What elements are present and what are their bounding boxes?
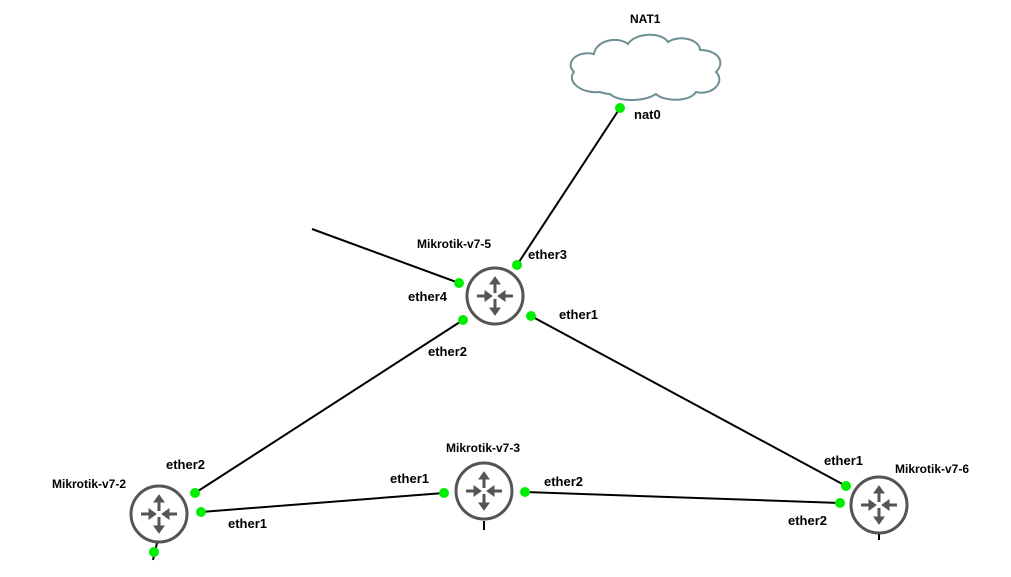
nat1-label: NAT1 xyxy=(630,12,661,26)
port-dot-r2-ether2[interactable] xyxy=(190,488,200,498)
port-dot-r2-bottom[interactable] xyxy=(149,547,159,557)
cloud-icon[interactable] xyxy=(569,33,722,101)
link-r5-r6[interactable] xyxy=(530,315,847,487)
port-label-r3-ether2: ether2 xyxy=(544,474,583,489)
router-label-r6: Mikrotik-v7-6 xyxy=(895,462,969,476)
router-label-r3: Mikrotik-v7-3 xyxy=(446,441,520,455)
port-dot-nat0[interactable] xyxy=(615,103,625,113)
router-label-r2: Mikrotik-v7-2 xyxy=(52,477,126,491)
router-mikrotik-v7-6[interactable] xyxy=(849,475,909,535)
port-dot-r5-ether4[interactable] xyxy=(454,278,464,288)
link-r2-r3[interactable] xyxy=(200,492,445,513)
port-label-r6-ether2: ether2 xyxy=(788,513,827,528)
port-label-r2-ether1: ether1 xyxy=(228,516,267,531)
link-r3-r6[interactable] xyxy=(524,491,841,504)
port-dot-r3-ether2[interactable] xyxy=(520,487,530,497)
port-label-r2-ether2: ether2 xyxy=(166,457,205,472)
port-label-r5-ether2: ether2 xyxy=(428,344,467,359)
router-icon[interactable] xyxy=(454,461,514,521)
port-label-r6-ether1: ether1 xyxy=(824,453,863,468)
port-dot-r3-ether1[interactable] xyxy=(439,488,449,498)
port-dot-r5-ether2[interactable] xyxy=(458,315,468,325)
router-label-r5: Mikrotik-v7-5 xyxy=(417,237,491,251)
port-dot-r2-ether1[interactable] xyxy=(196,507,206,517)
port-dot-r5-ether3[interactable] xyxy=(512,260,522,270)
router-mikrotik-v7-3[interactable] xyxy=(454,461,514,521)
link-r5-r2[interactable] xyxy=(194,319,464,494)
router-mikrotik-v7-5[interactable] xyxy=(465,266,525,326)
router-icon[interactable] xyxy=(849,475,909,535)
port-label-r5-ether3: ether3 xyxy=(528,247,567,262)
link-r5-external[interactable] xyxy=(311,228,460,284)
router-icon[interactable] xyxy=(129,484,189,544)
port-dot-r6-ether2[interactable] xyxy=(835,498,845,508)
port-label-r5-ether4: ether4 xyxy=(408,289,448,304)
port-dot-r6-ether1[interactable] xyxy=(841,481,851,491)
link-nat1-r5[interactable] xyxy=(516,107,621,266)
router-mikrotik-v7-2[interactable] xyxy=(129,484,189,544)
port-label-nat0: nat0 xyxy=(634,107,661,122)
nat1-node[interactable]: NAT1 xyxy=(569,12,722,101)
router-icon[interactable] xyxy=(465,266,525,326)
port-dot-r5-ether1[interactable] xyxy=(526,311,536,321)
port-label-r5-ether1: ether1 xyxy=(559,307,598,322)
port-label-r3-ether1: ether1 xyxy=(390,471,429,486)
